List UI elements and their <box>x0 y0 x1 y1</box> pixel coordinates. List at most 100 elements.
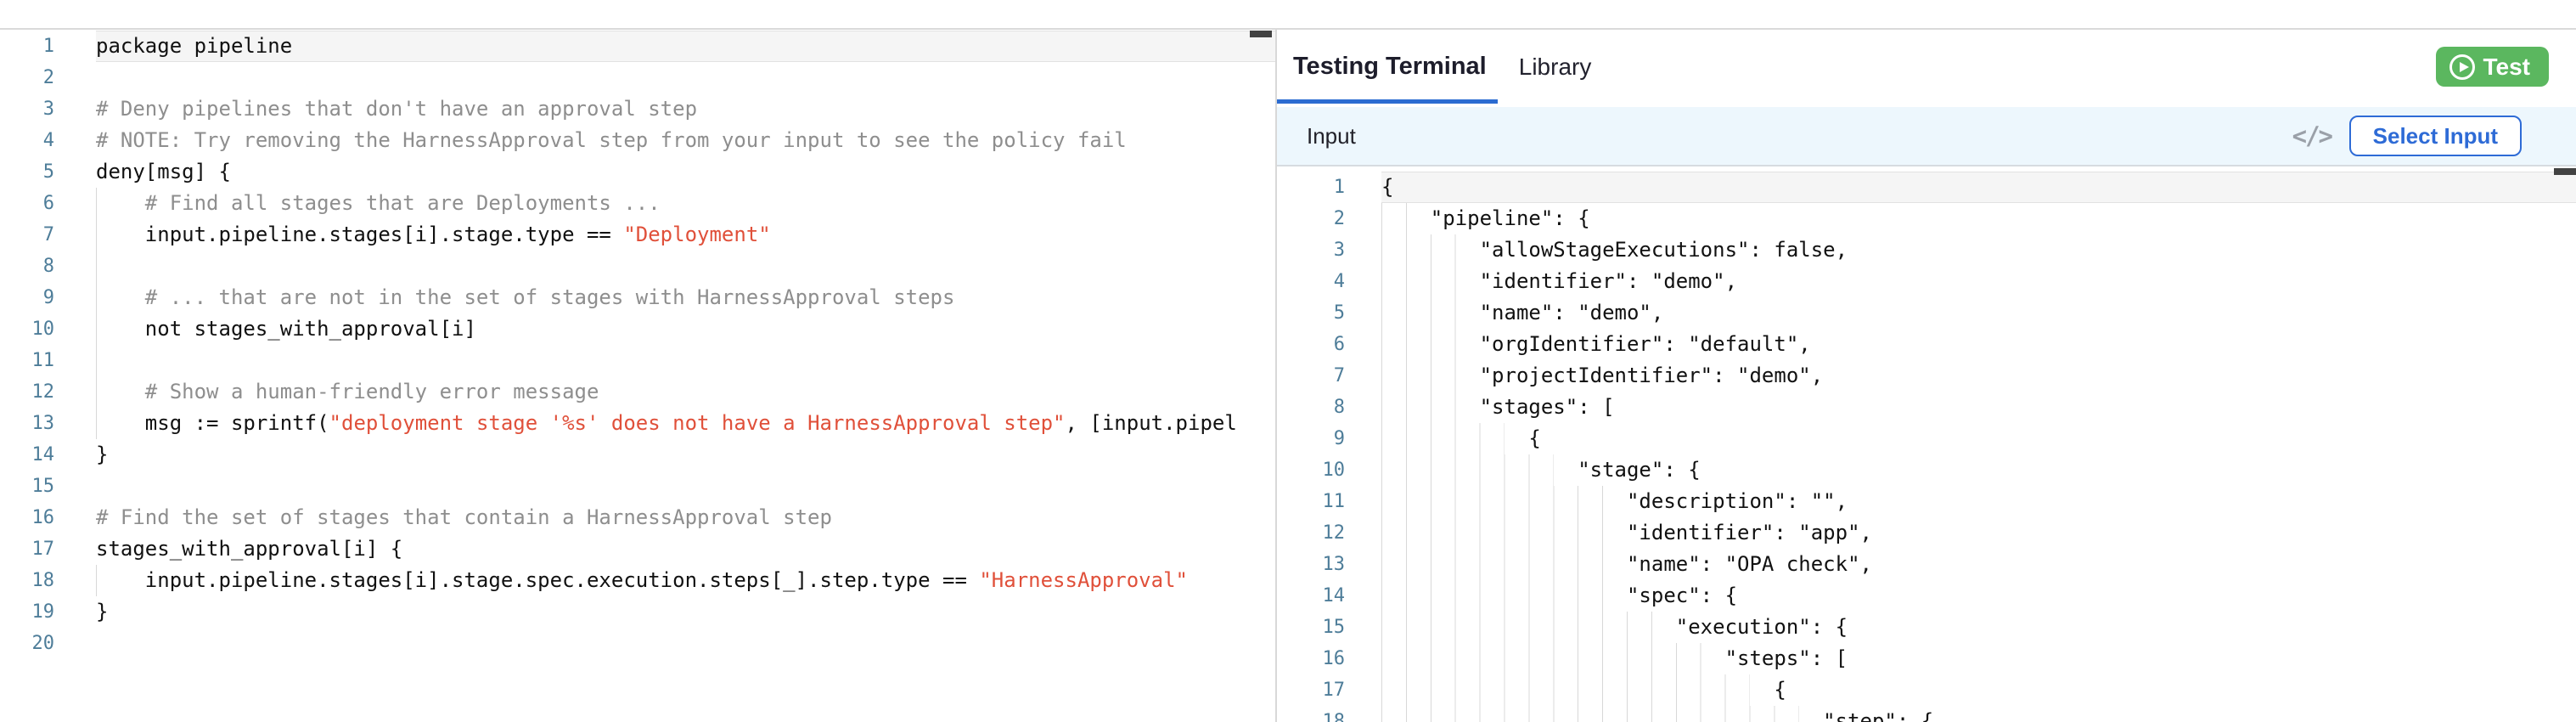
code-line-content: input.pipeline.stages[i].stage.type == "… <box>96 219 1275 251</box>
code-line-content-active: package pipeline <box>96 31 1275 62</box>
code-line[interactable]: 1{ <box>1277 172 2576 203</box>
line-number: 11 <box>1322 491 1346 512</box>
code-line-content: input.pipeline.stages[i].stage.spec.exec… <box>96 565 1275 596</box>
code-line[interactable]: 2 "pipeline": { <box>1277 203 2576 234</box>
code-line[interactable]: 12 "identifier": "app", <box>1277 517 2576 549</box>
code-line[interactable]: 9 { <box>1277 423 2576 454</box>
code-line[interactable]: 5 "name": "demo", <box>1277 297 2576 329</box>
code-line-content: "identifier": "demo", <box>1381 266 2576 297</box>
code-line[interactable]: 18 "step": { <box>1277 706 2576 722</box>
code-line[interactable]: 17 stages_with_approval[i] { <box>0 533 1275 565</box>
code-line[interactable]: 7 "projectIdentifier": "demo", <box>1277 360 2576 392</box>
line-number: 17 <box>1322 680 1346 701</box>
line-number: 16 <box>31 507 55 528</box>
line-number: 13 <box>31 413 55 434</box>
code-line[interactable]: 13 "name": "OPA check", <box>1277 549 2576 580</box>
code-line-content: not stages_with_approval[i] <box>96 313 1275 345</box>
code-line[interactable]: 4 "identifier": "demo", <box>1277 266 2576 297</box>
line-number: 17 <box>31 539 55 560</box>
active-tab-indicator <box>1277 99 1498 104</box>
code-line-content: { <box>1381 423 2576 454</box>
code-line[interactable]: 10 "stage": { <box>1277 454 2576 486</box>
code-line-content: "pipeline": { <box>1381 203 2576 234</box>
indent-guides <box>96 251 97 282</box>
code-line-content: stages_with_approval[i] { <box>96 537 403 561</box>
code-line-content: { <box>1381 674 2576 706</box>
code-line[interactable]: 14} <box>0 439 1275 471</box>
code-line-content: msg := sprintf("deployment stage '%s' do… <box>96 408 1275 439</box>
code-line[interactable]: 6 # Find all stages that are Deployments… <box>0 188 1275 219</box>
code-line[interactable]: 19} <box>0 596 1275 628</box>
code-line-content: "name": "OPA check", <box>1381 549 2576 580</box>
code-line[interactable]: 7 input.pipeline.stages[i].stage.type ==… <box>0 219 1275 251</box>
code-line-content-active: { <box>1381 172 2576 203</box>
code-view-icon[interactable]: </> <box>2292 121 2333 150</box>
select-input-button[interactable]: Select Input <box>2348 116 2522 156</box>
code-line-content: "step": { <box>1381 706 2576 722</box>
code-line-content <box>96 471 1275 502</box>
code-line[interactable]: 11 "description": "", <box>1277 486 2576 517</box>
code-line[interactable]: 16 # Find the set of stages that contain … <box>0 502 1275 533</box>
code-line[interactable]: 20 <box>0 628 1275 659</box>
code-line[interactable]: 15 <box>0 471 1275 502</box>
line-number: 18 <box>31 570 55 591</box>
line-number: 9 <box>1333 428 1345 449</box>
code-line-content: # Deny pipelines that don't have an appr… <box>96 97 698 121</box>
code-line[interactable]: 16 "steps": [ <box>1277 643 2576 674</box>
tab-testing-terminal[interactable]: Testing Terminal <box>1293 53 1487 80</box>
input-section-header: Input </> Select Input <box>1277 107 2576 166</box>
code-line[interactable]: 8 <box>0 251 1275 282</box>
line-number: 12 <box>1322 522 1346 544</box>
line-number: 11 <box>31 350 55 371</box>
line-number: 14 <box>1322 585 1346 606</box>
panel-tabs: Testing Terminal Library Test <box>1277 30 2576 104</box>
code-line[interactable]: 17 { <box>1277 674 2576 706</box>
line-number: 4 <box>42 130 54 151</box>
line-number: 16 <box>1322 648 1346 669</box>
code-line-content: } <box>96 443 109 466</box>
code-line[interactable]: 10 not stages_with_approval[i] <box>0 313 1275 345</box>
code-line[interactable]: 3# Deny pipelines that don't have an app… <box>0 93 1275 125</box>
code-line-content: # Show a human-friendly error message <box>96 376 1275 408</box>
code-line-content: # ... that are not in the set of stages … <box>96 282 1275 313</box>
line-number: 8 <box>42 256 54 277</box>
code-line-content: # NOTE: Try removing the HarnessApproval… <box>96 128 1127 152</box>
code-line[interactable]: 18 input.pipeline.stages[i].stage.spec.e… <box>0 565 1275 596</box>
code-line-content <box>96 251 1275 282</box>
code-line[interactable]: 15 "execution": { <box>1277 612 2576 643</box>
code-line-content: "execution": { <box>1381 612 2576 643</box>
code-line-content: "spec": { <box>1381 580 2576 612</box>
code-line[interactable]: 9 # ... that are not in the set of stage… <box>0 282 1275 313</box>
code-line[interactable]: 8 "stages": [ <box>1277 392 2576 423</box>
line-number: 6 <box>42 193 54 214</box>
line-number: 10 <box>1322 460 1346 481</box>
code-line-content: "orgIdentifier": "default", <box>1381 329 2576 360</box>
code-line-content: deny[msg] { <box>96 160 231 183</box>
test-button[interactable]: Test <box>2435 47 2549 87</box>
line-number: 6 <box>1333 334 1345 355</box>
input-json-editor[interactable]: 1{2 "pipeline": {3 "allowStageExecutions… <box>1277 166 2576 722</box>
code-line[interactable]: 13 msg := sprintf("deployment stage '%s'… <box>0 408 1275 439</box>
code-line[interactable]: 3 "allowStageExecutions": false, <box>1277 234 2576 266</box>
code-line[interactable]: 12 # Show a human-friendly error message <box>0 376 1275 408</box>
code-line[interactable]: 11 <box>0 345 1275 376</box>
tab-library[interactable]: Library <box>1518 53 1592 80</box>
code-line-content <box>96 62 1275 93</box>
code-line-content: # Find the set of stages that contain a … <box>96 505 832 529</box>
code-line[interactable]: 14 "spec": { <box>1277 580 2576 612</box>
line-number: 10 <box>31 319 55 340</box>
indent-guides <box>96 345 97 376</box>
code-line-content: "description": "", <box>1381 486 2576 517</box>
line-number: 15 <box>1322 617 1346 638</box>
testing-terminal-panel: Testing Terminal Library Test Input </> … <box>1275 30 2576 722</box>
code-line[interactable]: 2 <box>0 62 1275 93</box>
input-section-title: Input <box>1307 122 1356 149</box>
test-button-label: Test <box>2483 53 2531 80</box>
code-line[interactable]: 4 # NOTE: Try removing the HarnessApprova… <box>0 125 1275 156</box>
line-number: 7 <box>42 224 54 245</box>
code-line[interactable]: 6 "orgIdentifier": "default", <box>1277 329 2576 360</box>
